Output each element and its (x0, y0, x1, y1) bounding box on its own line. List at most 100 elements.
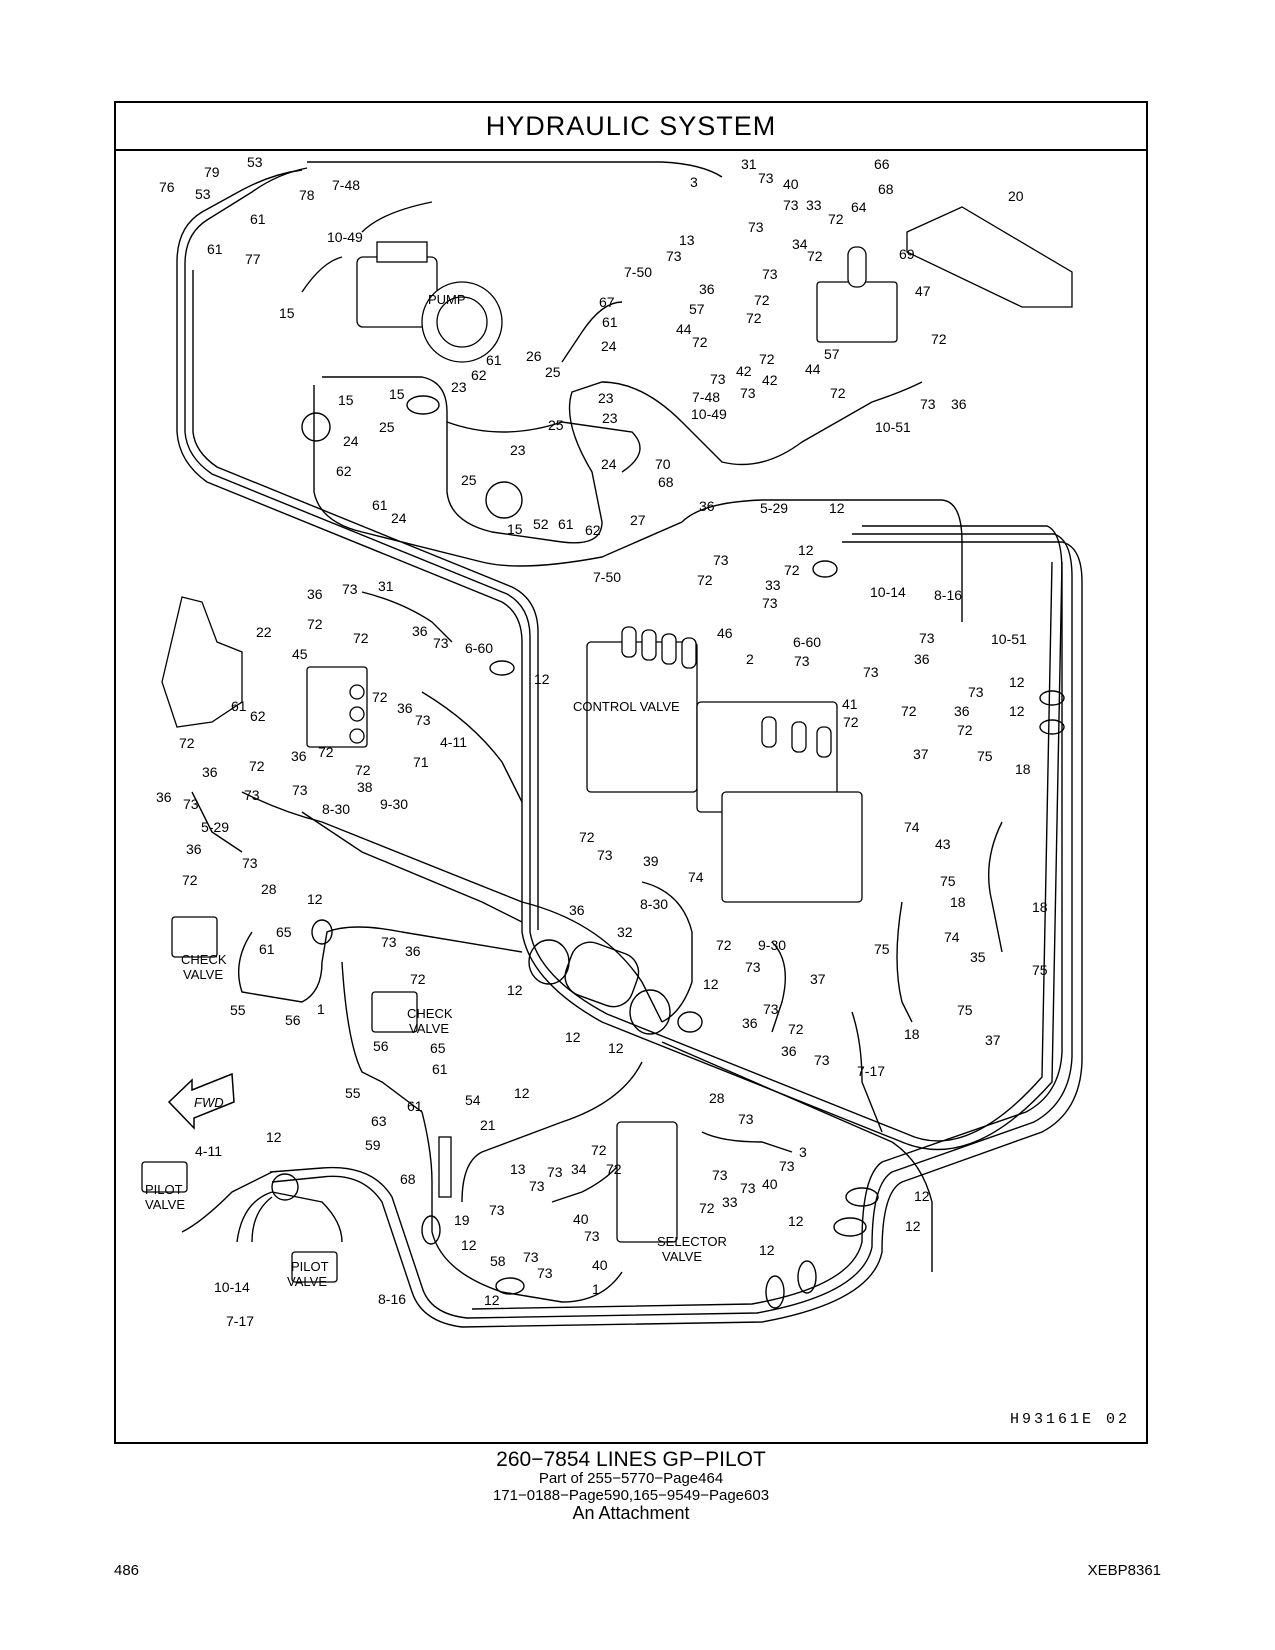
bracket-22 (161, 596, 243, 728)
part-callout: 72 (372, 689, 388, 705)
part-callout: 18 (1015, 761, 1031, 777)
part-callout: 7-50 (624, 264, 652, 280)
clamp-12-m (677, 1011, 703, 1033)
part-callout: 67 (599, 294, 615, 310)
part-callout: 73 (292, 782, 308, 798)
part-callout: 72 (716, 937, 732, 953)
check-valve-label-1b: VALVE (183, 967, 223, 982)
pilot-valve-1 (141, 1161, 188, 1193)
part-callout: 75 (977, 748, 993, 764)
part-callout: 72 (692, 334, 708, 350)
part-callout: 42 (736, 363, 752, 379)
pilot-valve-label-2b: VALVE (287, 1274, 327, 1289)
part-callout: 75 (1032, 962, 1048, 978)
part-callout: 15 (338, 392, 354, 408)
pilot-hoses-2 (191, 791, 883, 1303)
part-callout: 72 (931, 331, 947, 347)
part-callout: 73 (758, 170, 774, 186)
part-callout: 72 (754, 292, 770, 308)
part-callout: 72 (307, 616, 323, 632)
part-callout: 72 (788, 1021, 804, 1037)
part-callout: 72 (579, 829, 595, 845)
part-callout: 73 (748, 219, 764, 235)
part-callout: 36 (186, 841, 202, 857)
part-callout: 25 (548, 417, 564, 433)
part-callout: 8-30 (322, 801, 350, 817)
part-callout: 72 (901, 703, 917, 719)
clamp-12-b (1039, 690, 1065, 706)
part-callout: 24 (601, 338, 617, 354)
selector-valve-label-b: VALVE (662, 1249, 702, 1264)
pilot-hoses (237, 591, 663, 1023)
part-callout: 61 (486, 352, 502, 368)
part-callout: 73 (779, 1158, 795, 1174)
part-callout: 73 (537, 1265, 553, 1281)
part-callout: 41 (842, 696, 858, 712)
part-callout: 7-50 (593, 569, 621, 585)
part-callout: 24 (601, 456, 617, 472)
part-callout: 18 (950, 894, 966, 910)
plate-20 (906, 206, 1073, 308)
part-callout: 78 (299, 187, 315, 203)
part-callout: 23 (598, 390, 614, 406)
pilot-valve-label-1a: PILOT (145, 1182, 183, 1197)
part-callout: 9-30 (758, 937, 786, 953)
pump-assembly (356, 241, 503, 363)
part-callout: 73 (814, 1052, 830, 1068)
part-callout: 44 (805, 361, 821, 377)
part-callout: 73 (342, 581, 358, 597)
part-callout: 31 (741, 156, 757, 172)
part-callout: 73 (794, 653, 810, 669)
part-callout: 72 (759, 351, 775, 367)
clamp-12-d (271, 1173, 299, 1201)
part-callout: 75 (957, 1002, 973, 1018)
part-callout: 73 (547, 1164, 563, 1180)
part-callout: 73 (529, 1178, 545, 1194)
part-callout: 25 (379, 419, 395, 435)
fwd-label: FWD (194, 1095, 224, 1110)
part-callout: 73 (183, 796, 199, 812)
line-bundle-bottom (236, 1041, 933, 1272)
part-callout: 64 (851, 199, 867, 215)
part-callout: 72 (697, 572, 713, 588)
part-callout: 3 (690, 174, 698, 190)
part-callout: 39 (643, 853, 659, 869)
part-callout: 61 (602, 314, 618, 330)
part-callout: 36 (914, 651, 930, 667)
part-callout: 73 (740, 1180, 756, 1196)
part-callout: 12 (798, 542, 814, 558)
part-callout: 45 (292, 646, 308, 662)
part-callout: 34 (792, 236, 808, 252)
part-callout: 66 (874, 156, 890, 172)
part-callout: 73 (783, 197, 799, 213)
clamp-12-l (812, 560, 838, 578)
part-callout: 72 (699, 1200, 715, 1216)
part-callout: 73 (597, 847, 613, 863)
part-callout: 13 (679, 232, 695, 248)
control-valve-label: CONTROL VALVE (573, 699, 680, 714)
clamp-12-i (421, 1215, 441, 1245)
part-callout: 36 (954, 703, 970, 719)
part-callout: 73 (415, 712, 431, 728)
part-callout: 61 (259, 941, 275, 957)
check-valve-label-2a: CHECK (407, 1006, 453, 1021)
part-callout: 9-30 (380, 796, 408, 812)
part-callout: 62 (471, 367, 487, 383)
part-callout: 75 (940, 873, 956, 889)
part-callout: 36 (569, 902, 585, 918)
clamp-15-c (406, 395, 440, 415)
line-bundle-left-3 (192, 270, 539, 930)
part-callout: 62 (336, 463, 352, 479)
part-callout: 24 (343, 433, 359, 449)
part-callout: 54 (465, 1092, 481, 1108)
part-callout: 44 (676, 321, 692, 337)
part-callout: 72 (606, 1161, 622, 1177)
part-callout: 72 (784, 562, 800, 578)
part-callout: 10-51 (875, 419, 911, 435)
part-callout: 12 (484, 1292, 500, 1308)
caption: 260−7854 LINES GP−PILOT Part of 255−5770… (114, 1448, 1148, 1524)
part-callout: 37 (913, 746, 929, 762)
block-47 (816, 246, 898, 343)
part-callout: 12 (788, 1213, 804, 1229)
